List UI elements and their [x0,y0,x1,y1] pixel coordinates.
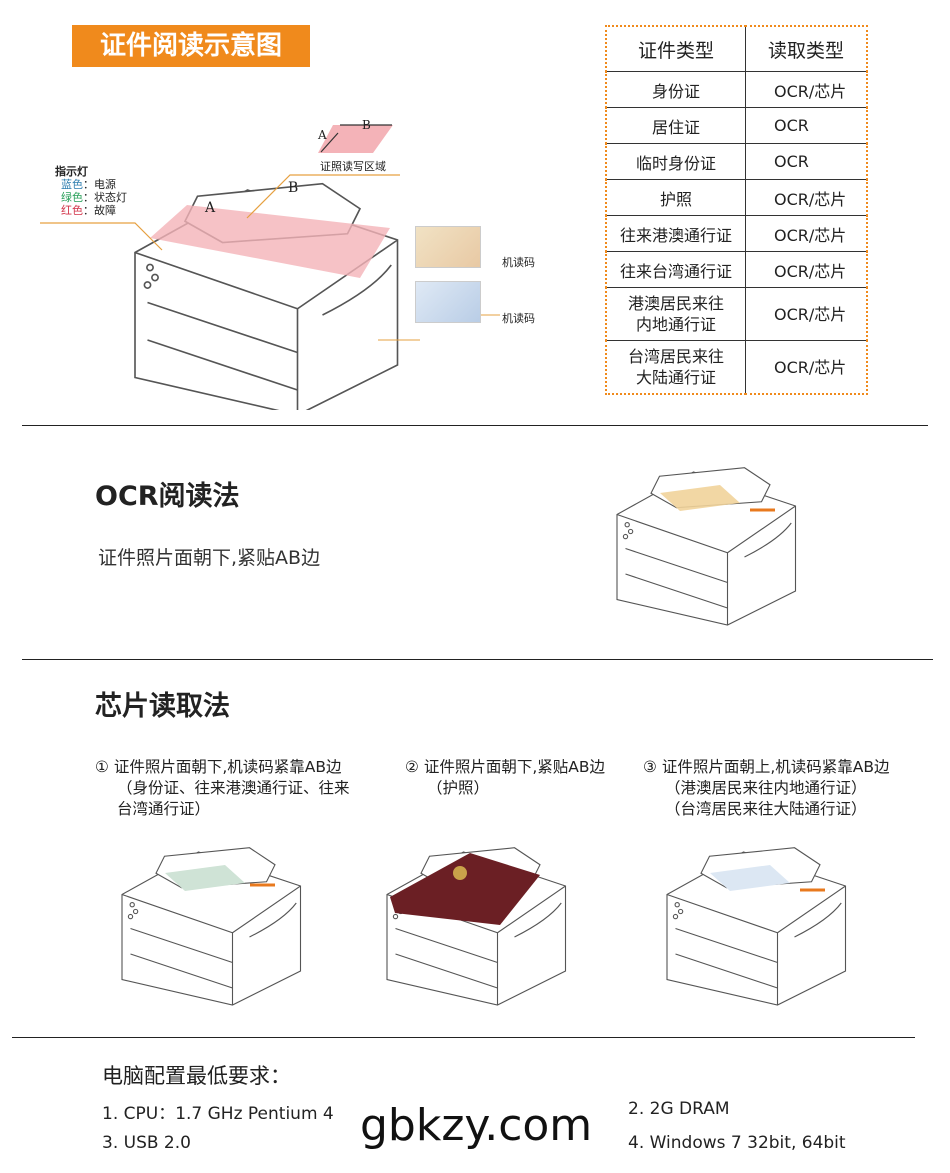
requirement-usb: 3. USB 2.0 [102,1133,191,1153]
edge-b-label: B [362,118,371,132]
indicator-title: 指示灯 [55,165,88,178]
ocr-desc: 证件照片面朝下,紧贴AB边 [98,547,321,569]
indicator-blue: 蓝色：电源 [61,178,116,191]
watermark: gbkzy.com [360,1100,593,1151]
indicator-green: 绿色：状态灯 [61,191,127,204]
edge-a-label: A [205,200,216,216]
chip-reader-image-3 [666,847,847,1006]
requirement-ram: 2. 2G DRAM [628,1099,730,1119]
divider [22,425,928,426]
ocr-reader-image [616,467,797,626]
chip-step-1: ① 证件照片面朝下,机读码紧靠AB边（身份证、往来港澳通行证、往来台湾通行证） [95,758,350,818]
indicator-red: 红色：故障 [61,204,116,217]
requirement-cpu: 1. CPU：1.7 GHz Pentium 4 [102,1104,334,1124]
table-header: 证件类型读取类型 [606,26,867,72]
read-area-label: 证照读写区域 [320,160,386,173]
card-front-image [415,281,481,323]
ocr-title: OCR阅读法 [95,481,240,512]
header-read-type: 读取类型 [745,26,867,72]
requirements-title: 电脑配置最低要求： [102,1064,291,1088]
header-doc-type: 证件类型 [606,26,747,72]
chip-title: 芯片读取法 [95,691,230,722]
page-title: 证件阅读示意图 [72,25,310,67]
mrz-label-2: 机读码 [502,312,535,325]
divider [12,1037,915,1038]
read-area [150,205,390,278]
requirement-os: 4. Windows 7 32bit, 64bit [628,1133,846,1153]
chip-reader-image-1 [121,847,302,1006]
edge-a-label: A [318,128,327,142]
card-back-image [415,226,481,268]
chip-reader-image-2 [386,847,567,1006]
chip-step-2: ② 证件照片面朝下,紧贴AB边（护照） [405,758,605,797]
divider [22,659,933,660]
edge-b-label: B [288,180,299,196]
mrz-label-1: 机读码 [502,256,535,269]
chip-step-3: ③ 证件照片面朝上,机读码紧靠AB边（港澳居民来往内地通行证）（台湾居民来往大陆… [643,758,890,818]
indicator-legend: 指示灯 蓝色：电源 绿色：状态灯 红色：故障 [55,165,127,217]
reader-diagram [40,124,500,410]
